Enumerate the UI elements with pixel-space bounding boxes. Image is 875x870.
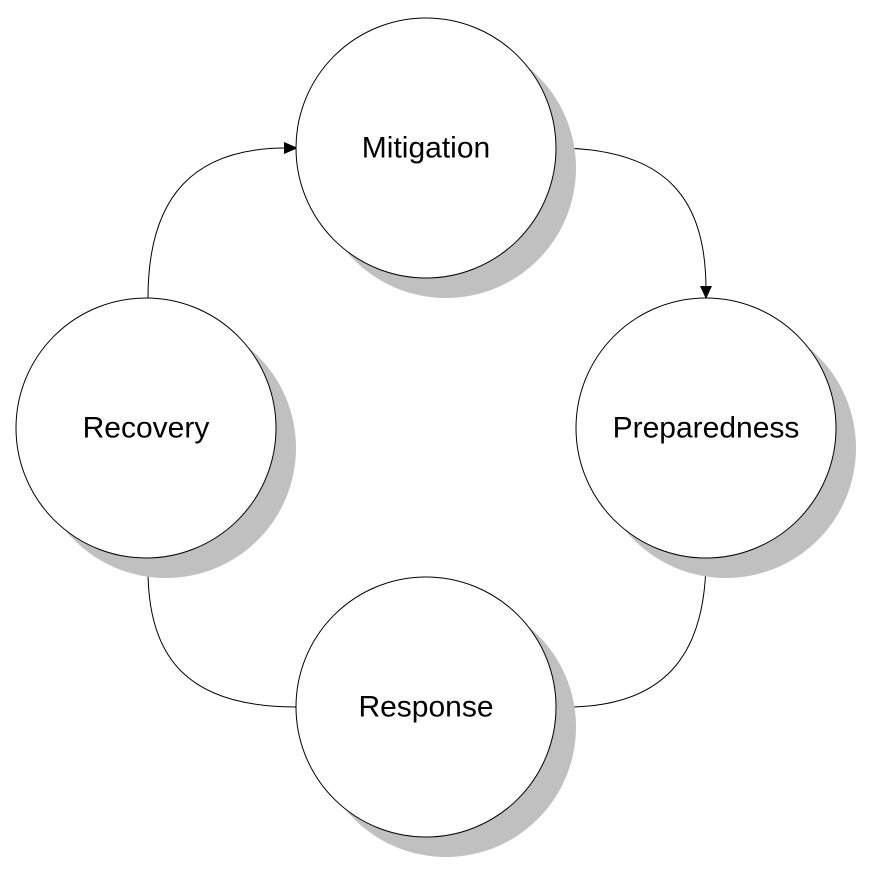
edge-mitigation-to-preparedness — [555, 147, 707, 291]
node-preparedness-label: Preparedness — [613, 412, 800, 445]
node-mitigation: Mitigation — [295, 17, 576, 298]
edge-response-to-recovery — [147, 569, 297, 708]
node-response-circle — [295, 576, 557, 838]
edge-recovery-to-mitigation — [147, 147, 287, 299]
arrowhead-mitigation — [284, 142, 298, 154]
node-recovery: Recovery — [15, 297, 296, 578]
node-preparedness-circle — [575, 297, 837, 559]
node-recovery-circle — [15, 297, 277, 559]
edge-preparedness-to-response — [565, 557, 707, 708]
node-mitigation-circle — [295, 17, 557, 279]
node-response: Response — [295, 576, 576, 857]
node-response-label: Response — [358, 691, 493, 724]
node-preparedness: Preparedness — [575, 297, 856, 578]
node-mitigation-label: Mitigation — [362, 132, 490, 165]
node-recovery-label: Recovery — [83, 412, 210, 445]
arrowhead-preparedness — [700, 286, 712, 299]
